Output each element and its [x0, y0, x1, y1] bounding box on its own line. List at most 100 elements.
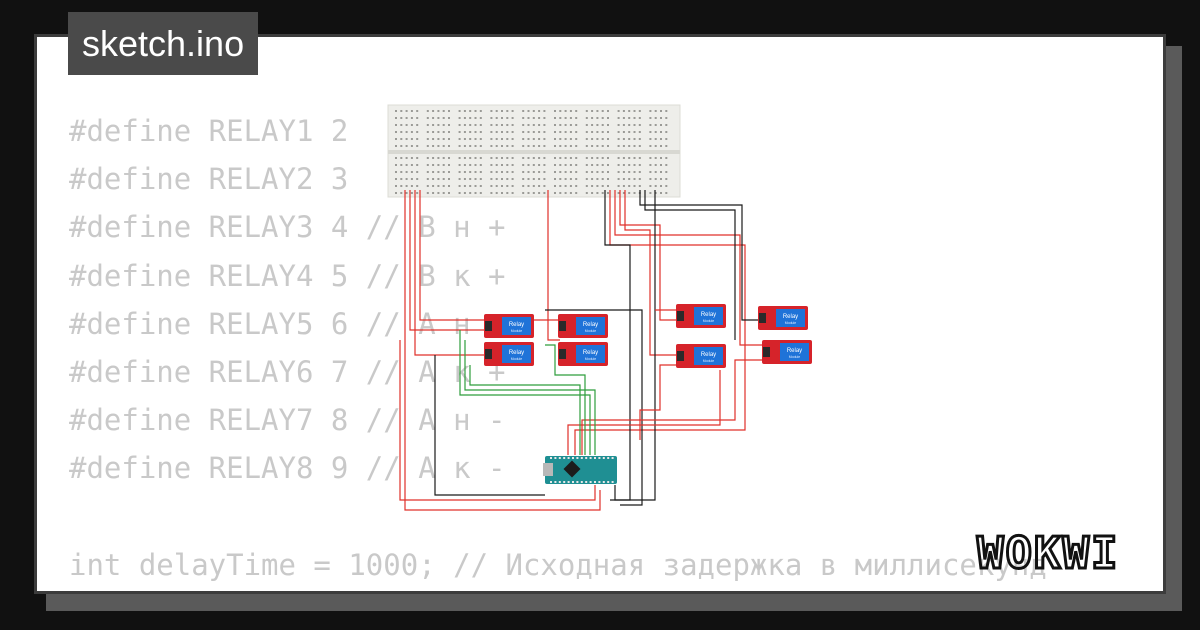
breadboard-hole [622, 138, 625, 140]
breadboard-hole [495, 185, 498, 187]
breadboard-hole [448, 164, 450, 166]
code-editor: #define RELAY1 2#define RELAY2 3#define … [69, 107, 1047, 591]
breadboard-hole [479, 124, 482, 126]
breadboard-hole [479, 138, 482, 140]
breadboard-hole [463, 145, 466, 147]
breadboard-hole [543, 157, 546, 159]
breadboard-hole [448, 185, 450, 187]
breadboard-hole [495, 192, 498, 194]
breadboard-hole [591, 178, 594, 180]
breadboard-hole [479, 171, 482, 173]
breadboard-hole [522, 110, 525, 112]
breadboard-hole [665, 117, 668, 119]
breadboard-hole [442, 157, 445, 159]
breadboard-hole [654, 171, 657, 173]
breadboard-hole [591, 192, 594, 194]
breadboard-hole [596, 110, 599, 112]
arduino-pin [611, 457, 614, 459]
breadboard-hole [585, 138, 588, 140]
breadboard-hole [506, 110, 509, 112]
breadboard-hole [569, 164, 572, 166]
breadboard-hole [649, 131, 652, 133]
breadboard-hole [405, 124, 408, 126]
arduino-pin [572, 457, 574, 459]
breadboard-hole [479, 145, 482, 147]
breadboard-hole [538, 178, 541, 180]
breadboard-hole [564, 124, 567, 126]
breadboard-hole [575, 178, 578, 180]
breadboard-hole [474, 164, 477, 166]
breadboard-hole [591, 145, 594, 147]
breadboard-hole [638, 157, 641, 159]
breadboard-hole [479, 117, 482, 119]
breadboard-hole [410, 131, 413, 133]
breadboard-hole [522, 145, 525, 147]
breadboard-hole [458, 178, 461, 180]
breadboard-hole [522, 157, 525, 159]
breadboard-hole [395, 138, 397, 140]
breadboard-hole [426, 178, 429, 180]
breadboard-hole [527, 157, 530, 159]
breadboard-hole [665, 178, 668, 180]
relay-pins [559, 321, 566, 331]
code-line: int delayTime = 1000; // Исходная задерж… [69, 547, 1047, 582]
file-name-tab[interactable]: sketch.ino [68, 12, 259, 75]
relay-pins [485, 349, 492, 359]
wire-green [545, 344, 586, 455]
code-line: #define RELAY1 2 [69, 114, 349, 148]
breadboard-hole [665, 138, 668, 140]
breadboard-hole [527, 110, 530, 112]
breadboard-hole [400, 171, 403, 173]
breadboard-hole [665, 171, 668, 173]
breadboard-hole [501, 131, 503, 133]
breadboard-hole [416, 185, 419, 187]
breadboard-hole [633, 117, 636, 119]
breadboard-hole [448, 124, 450, 126]
breadboard-hole [395, 185, 397, 187]
breadboard-hole [585, 124, 588, 126]
breadboard-hole [432, 192, 435, 194]
breadboard-hole [511, 117, 514, 119]
breadboard-hole [622, 171, 625, 173]
breadboard-hole [607, 171, 609, 173]
breadboard-hole [511, 138, 514, 140]
breadboard-hole [400, 157, 403, 159]
breadboard-hole [607, 185, 609, 187]
breadboard-hole [458, 185, 461, 187]
breadboard-hole [628, 131, 631, 133]
breadboard-hole [665, 192, 668, 194]
breadboard-hole [569, 192, 572, 194]
breadboard-hole [575, 157, 578, 159]
breadboard-hole [569, 145, 572, 147]
breadboard-hole [426, 192, 429, 194]
breadboard-hole [474, 138, 477, 140]
breadboard-hole [554, 117, 556, 119]
breadboard-hole [458, 192, 461, 194]
wire-green [469, 365, 581, 455]
breadboard-hole [575, 117, 578, 119]
breadboard-hole [416, 171, 419, 173]
breadboard-hole [633, 157, 636, 159]
breadboard-hole [543, 124, 546, 126]
relay-sub-label: Module [703, 319, 715, 323]
wire-red [547, 190, 560, 341]
breadboard-hole [474, 117, 477, 119]
wire-black [610, 190, 656, 501]
breadboard-hole [490, 145, 493, 147]
breadboard-hole [628, 178, 631, 180]
breadboard-hole [506, 157, 509, 159]
breadboard-hole [543, 178, 546, 180]
breadboard-hole [405, 131, 408, 133]
breadboard-hole [617, 110, 620, 112]
breadboard-hole [649, 178, 652, 180]
breadboard-hole [654, 157, 657, 159]
breadboard-hole [654, 164, 657, 166]
breadboard-hole [490, 138, 493, 140]
breadboard-hole [622, 110, 625, 112]
breadboard-hole [448, 192, 450, 194]
breadboard-hole [665, 124, 668, 126]
breadboard-hole [437, 164, 440, 166]
breadboard-hole [596, 185, 599, 187]
breadboard-hole [416, 157, 419, 159]
